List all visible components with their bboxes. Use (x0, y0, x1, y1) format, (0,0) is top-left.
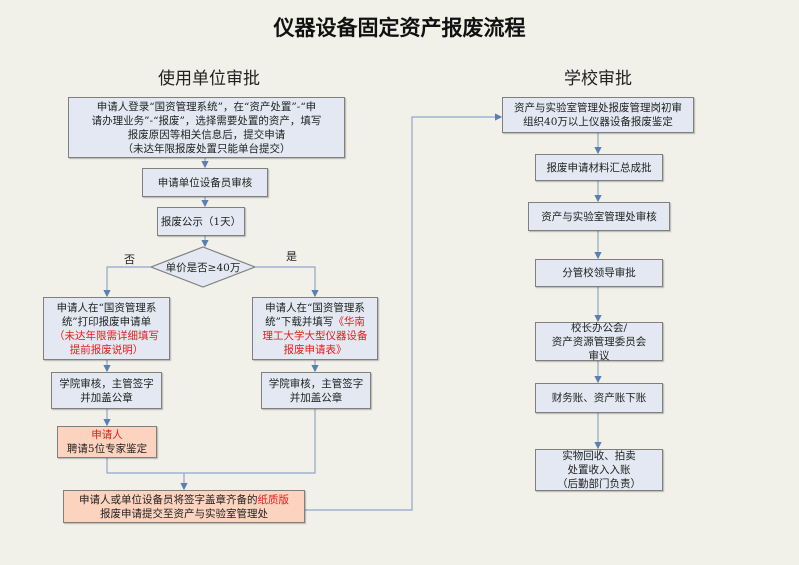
step-submit-paper: 申请人或单位设备员将签字盖章齐备的纸质版 报废申请提交至资产与实验室管理处 (63, 490, 305, 523)
highlight-text: 纸质版 (257, 493, 290, 506)
text-line: 报废原因等相关信息后，提交申请 (127, 128, 286, 141)
step-office-review: 资产与实验室管理处审核 (528, 202, 670, 231)
step-recycle: 实物回收、拍卖 处置收入入账 （后勤部门负责） (535, 449, 663, 491)
text-line: 审议 (588, 349, 610, 362)
text-line: 申请人在“国资管理系 (56, 301, 157, 314)
text-line: 申请人登录“国资管理系统”，在“资产处置”-“申 (96, 100, 317, 113)
form-name: 《华南 (333, 315, 365, 328)
step-leader-approval: 分管校领导审批 (535, 259, 663, 287)
step-initial-review: 资产与实验室管理处报废管理岗初审 组织40万以上仪器设备报废鉴定 (502, 97, 694, 133)
step-download-form: 申请人在“国资管理系 统”下载并填写《华南 理工大学大型仪器设备 报废申请表》 (252, 297, 378, 360)
note-line: （未达年限需详细填写 (54, 329, 159, 342)
text-line: 学院审核，主管签字 (59, 377, 154, 390)
text-line: 聘请5位专家鉴定 (66, 443, 148, 455)
decision-label: 单价是否≥40万 (165, 262, 241, 274)
text-line: 组织40万以上仪器设备报废鉴定 (523, 116, 673, 128)
form-name: 理工大学大型仪器设备 (262, 329, 368, 342)
text-line: 并加盖公章 (80, 391, 133, 404)
text-line: 资产与实验室管理处报废管理岗初审 (514, 102, 682, 114)
text-line: 报废申请提交至资产与实验室管理处 (100, 507, 268, 520)
note-line: 提前报废说明） (69, 343, 144, 356)
yes-label: 是 (286, 250, 297, 263)
step-expert-appraisal: 申请人 聘请5位专家鉴定 (57, 426, 157, 458)
step-publicity: 报废公示（1天） (157, 207, 245, 236)
step-unit-review: 申请单位设备员审核 (142, 168, 268, 197)
text-line: 申请人或单位设备员将签字盖章齐备的 (79, 493, 258, 506)
step-college-review-no: 学院审核，主管签字 并加盖公章 (51, 372, 162, 409)
text-line: 校长办公会/ (570, 321, 628, 334)
section-title-school: 学校审批 (564, 69, 632, 89)
text-line: 统”打印报废申请单 (61, 315, 152, 328)
text-line: 统”下载并填写 (265, 315, 334, 328)
text-line: 申请人在“国资管理系 (265, 301, 365, 314)
form-name: 报废申请表》 (283, 343, 347, 356)
text-line: 实物回收、拍卖 (562, 450, 636, 462)
text-line: 学院审核，主管签字 (268, 377, 364, 390)
step-print-form: 申请人在“国资管理系 统”打印报废申请单 （未达年限需详细填写 提前报废说明） (43, 297, 170, 360)
text-line: （未达年限报废处置只能单台提交） (122, 142, 291, 155)
no-label: 否 (124, 253, 135, 266)
applicant-label: 申请人 (91, 429, 123, 441)
text-line: 并加盖公章 (289, 391, 343, 404)
text-line: 资产资源管理委员会 (551, 335, 647, 348)
step-meeting: 校长办公会/ 资产资源管理委员会 审议 (535, 321, 663, 362)
step-batch: 报废申请材料汇总成批 (535, 154, 663, 181)
section-title-unit: 使用单位审批 (158, 69, 260, 89)
step-submit-application: 申请人登录“国资管理系统”，在“资产处置”-“申 请办理业务”-“报废”，选择需… (68, 97, 345, 158)
decision-diamond (149, 246, 257, 288)
text-line: 请办理业务”-“报废”，选择需要处置的资产，填写 (91, 114, 322, 127)
text-line: （后勤部门负责） (557, 478, 641, 490)
page-title: 仪器设备固定资产报废流程 (273, 16, 526, 40)
step-college-review-yes: 学院审核，主管签字 并加盖公章 (261, 372, 371, 409)
step-write-off: 财务账、资产账下账 (535, 383, 663, 413)
text-line: 处置收入入账 (567, 464, 631, 476)
